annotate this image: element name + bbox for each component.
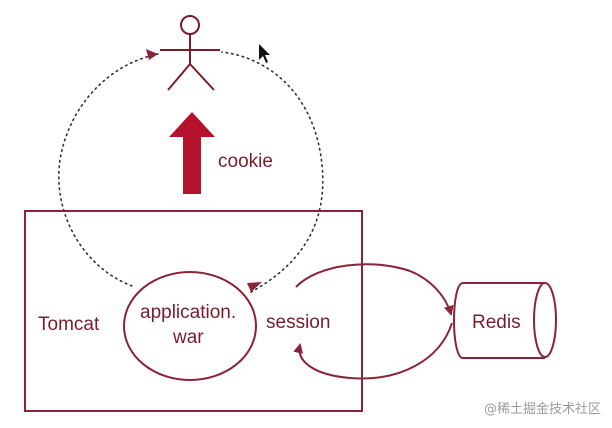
session-label: session	[266, 312, 331, 333]
mouse-pointer-icon	[259, 44, 270, 63]
loop-arrowhead-app	[247, 282, 262, 292]
tomcat-box	[24, 210, 363, 412]
application-war-ellipse	[123, 271, 257, 381]
application-war-label-line2: war	[173, 327, 204, 348]
redis-to-session-arrow	[293, 322, 453, 380]
watermark-text: @稀土掘金技术社区	[484, 402, 602, 417]
cookie-label: cookie	[218, 151, 273, 172]
session-to-redis-arrow	[295, 263, 454, 316]
redis-label: Redis	[472, 312, 521, 333]
request-loop-dotted	[221, 51, 324, 293]
loop-arrowhead-top	[146, 49, 158, 60]
redis-cylinder-icon	[453, 282, 557, 359]
application-war-label-line1: application.	[140, 302, 237, 323]
tomcat-label: Tomcat	[38, 314, 100, 335]
user-stick-figure-icon	[160, 15, 220, 91]
cookie-up-arrow	[169, 112, 215, 194]
response-loop-dotted	[58, 53, 159, 288]
